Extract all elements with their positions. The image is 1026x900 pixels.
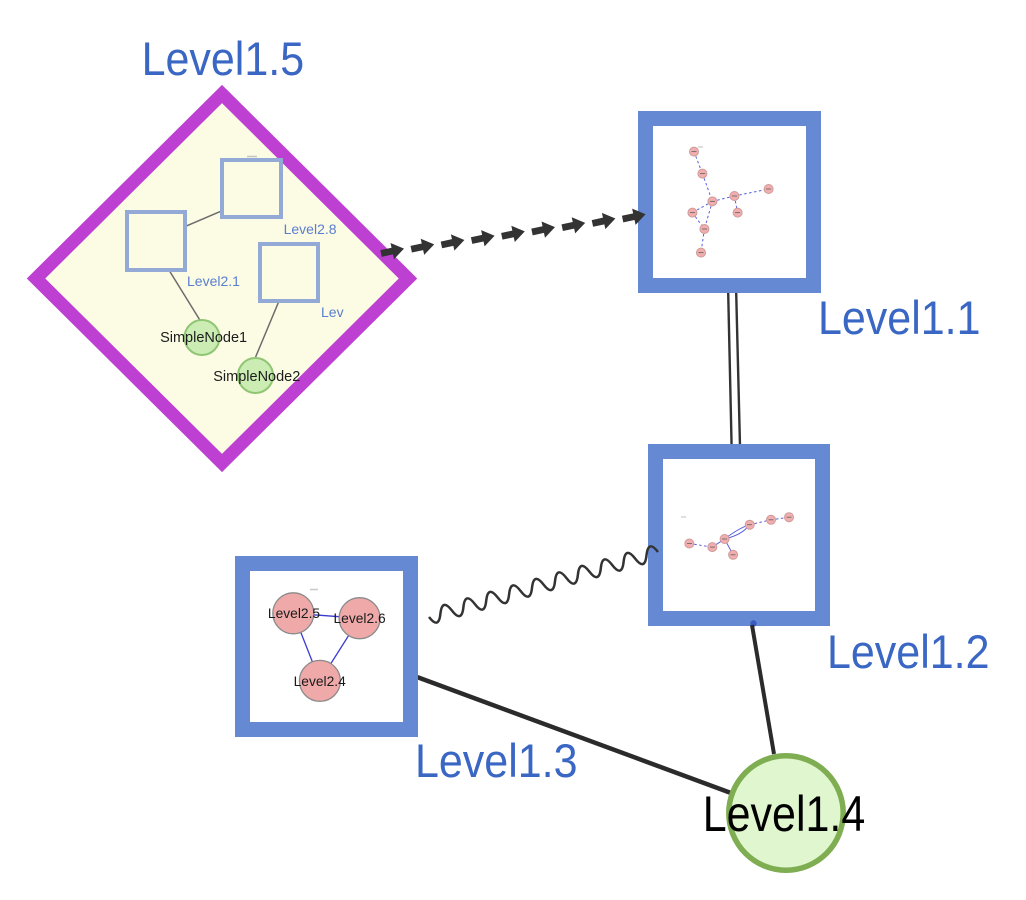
svg-text:SimpleNode1: SimpleNode1 (160, 330, 247, 346)
svg-text:Level2.5: Level2.5 (268, 606, 320, 621)
svg-text:Level1.5: Level1.5 (142, 32, 305, 85)
svg-text:SimpleNode2: SimpleNode2 (213, 369, 300, 385)
svg-text:Level2.6: Level2.6 (334, 611, 386, 626)
svg-text:Level2.4: Level2.4 (294, 674, 346, 689)
svg-text:Level2.1: Level2.1 (187, 273, 240, 289)
svg-text:Level1.4: Level1.4 (703, 786, 866, 842)
svg-text:Level2.8: Level2.8 (284, 221, 337, 237)
svg-text:Level1.2: Level1.2 (827, 625, 990, 678)
svg-text:Level1.1: Level1.1 (818, 291, 981, 344)
svg-text:Lev: Lev (321, 304, 344, 320)
svg-text:Level1.3: Level1.3 (415, 734, 578, 787)
